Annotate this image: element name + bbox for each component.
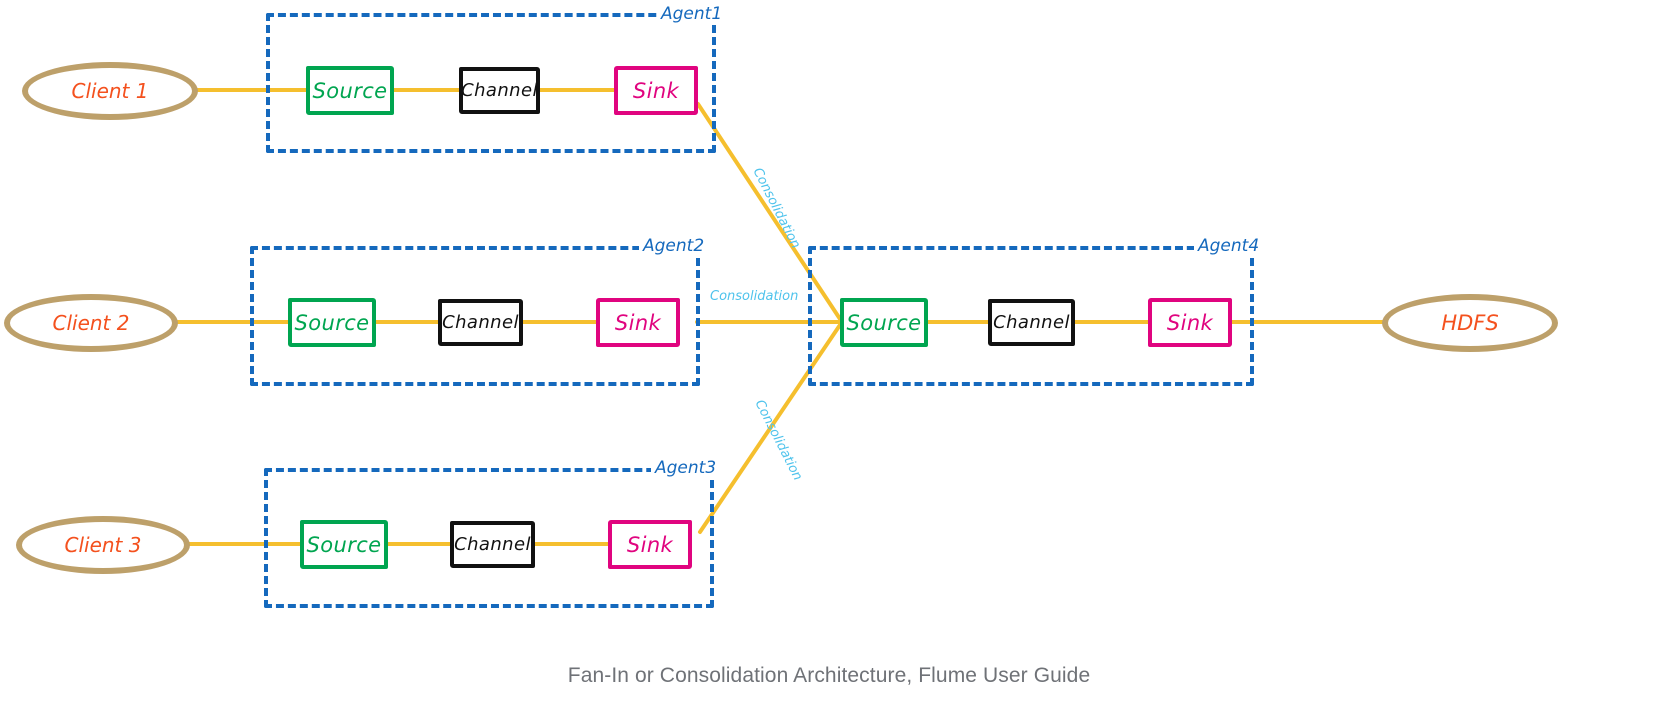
client-3-label: Client 3 bbox=[64, 533, 142, 557]
agent-box-1 bbox=[266, 13, 716, 153]
agent1-channel-label: Channel bbox=[461, 80, 538, 101]
figure-caption: Fan-In or Consolidation Architecture, Fl… bbox=[567, 664, 1091, 687]
agent3-channel-label: Channel bbox=[454, 534, 531, 555]
agent4-sink-node[interactable]: Sink bbox=[1148, 298, 1232, 347]
agent3-source-node[interactable]: Source bbox=[300, 520, 388, 569]
agent3-channel-node[interactable]: Channel bbox=[450, 521, 535, 568]
agent1-channel-node[interactable]: Channel bbox=[459, 67, 540, 114]
consolidation-label-middle: Consolidation bbox=[710, 289, 799, 304]
agent2-source-label: Source bbox=[294, 310, 370, 335]
client-2-node[interactable]: Client 2 bbox=[4, 294, 178, 352]
line-consolidation-bottom bbox=[698, 320, 844, 534]
agent4-channel-label: Channel bbox=[993, 312, 1070, 333]
agent4-source-label: Source bbox=[846, 310, 922, 335]
agent2-source-node[interactable]: Source bbox=[288, 298, 376, 347]
agent-box-2 bbox=[250, 246, 700, 386]
agent4-source-node[interactable]: Source bbox=[840, 298, 928, 347]
agent1-source-node[interactable]: Source bbox=[306, 66, 394, 115]
agent2-sink-label: Sink bbox=[614, 310, 662, 335]
agent1-sink-label: Sink bbox=[632, 78, 680, 103]
client-1-label: Client 1 bbox=[71, 79, 149, 103]
client-1-node[interactable]: Client 1 bbox=[22, 62, 198, 120]
agent2-sink-node[interactable]: Sink bbox=[596, 298, 680, 347]
agent-label-1: Agent1 bbox=[657, 6, 727, 23]
agent3-source-label: Source bbox=[306, 532, 382, 557]
client-3-node[interactable]: Client 3 bbox=[16, 516, 190, 574]
agent3-sink-node[interactable]: Sink bbox=[608, 520, 692, 569]
agent-box-4 bbox=[808, 246, 1254, 386]
agent2-channel-label: Channel bbox=[442, 312, 519, 333]
hdfs-node[interactable]: HDFS bbox=[1382, 294, 1558, 352]
agent1-sink-node[interactable]: Sink bbox=[614, 66, 698, 115]
client-2-label: Client 2 bbox=[52, 311, 130, 335]
agent1-source-label: Source bbox=[312, 78, 388, 103]
hdfs-label: HDFS bbox=[1441, 311, 1499, 335]
agent-box-3 bbox=[264, 468, 714, 608]
agent2-channel-node[interactable]: Channel bbox=[438, 299, 523, 346]
agent-label-2: Agent2 bbox=[639, 238, 709, 255]
agent-label-4: Agent4 bbox=[1194, 238, 1264, 255]
agent-label-3: Agent3 bbox=[651, 460, 721, 477]
agent4-sink-label: Sink bbox=[1166, 310, 1214, 335]
agent4-channel-node[interactable]: Channel bbox=[988, 299, 1075, 346]
line-consolidation-top bbox=[696, 102, 844, 324]
agent3-sink-label: Sink bbox=[626, 532, 674, 557]
